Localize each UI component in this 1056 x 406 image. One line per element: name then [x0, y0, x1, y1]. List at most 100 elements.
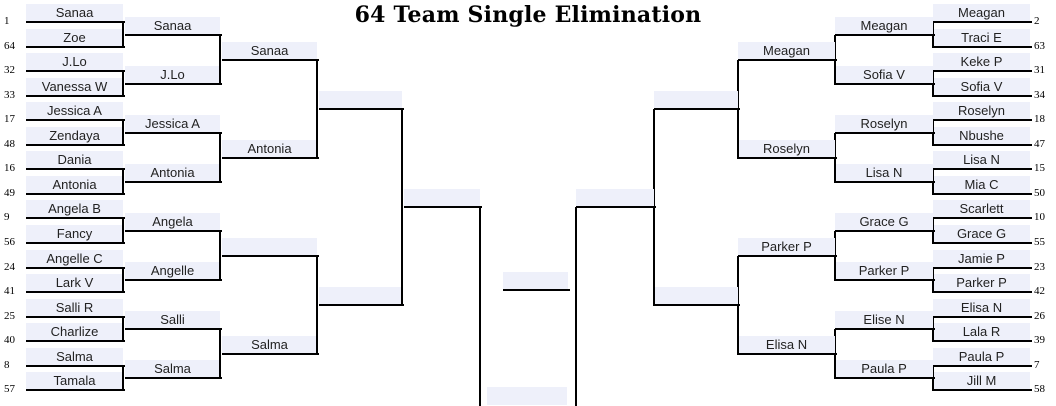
- team-slot: Angelle C: [26, 250, 123, 268]
- team-slot: Sanaa: [26, 4, 123, 22]
- round3-line: [222, 157, 319, 159]
- round2-slot: Elise N: [835, 311, 933, 329]
- final-slot: [503, 272, 568, 290]
- round4-line: [319, 304, 404, 306]
- round2-slot: Parker P: [835, 262, 933, 280]
- team-slot: Lark V: [26, 274, 123, 292]
- seed-number: 32: [4, 64, 15, 76]
- round3-slot: Meagan: [738, 42, 835, 60]
- round2-slot: Roselyn: [835, 115, 933, 133]
- team-slot: J.Lo: [26, 53, 123, 71]
- round5-slot: [576, 189, 654, 207]
- bracket-connector: [122, 268, 124, 293]
- team-line: [26, 193, 125, 195]
- round2-line: [125, 181, 222, 183]
- team-slot: Dania: [26, 151, 123, 169]
- seed-number: 26: [1034, 310, 1045, 322]
- round2-line: [835, 377, 935, 379]
- seed-number: 64: [4, 40, 15, 52]
- round2-line: [835, 181, 935, 183]
- championship-slot: [487, 387, 567, 405]
- bracket-connector: [401, 109, 403, 306]
- round3-line: [738, 157, 837, 159]
- round2-slot: Sofia V: [835, 66, 933, 84]
- seed-number: 57: [4, 383, 15, 395]
- team-slot: Sofia V: [933, 78, 1030, 96]
- team-line: [26, 316, 125, 318]
- round4-slot: [319, 91, 402, 109]
- team-line: [26, 95, 125, 97]
- team-slot: Lisa N: [933, 151, 1030, 169]
- bracket-connector: [479, 207, 481, 406]
- team-slot: Vanessa W: [26, 78, 123, 96]
- round5-line: [576, 206, 656, 208]
- round2-slot: Angela: [125, 213, 220, 231]
- seed-number: 18: [1034, 113, 1045, 125]
- round3-line: [738, 353, 837, 355]
- seed-number: 48: [4, 138, 15, 150]
- team-line: [933, 70, 1032, 72]
- round3-line: [738, 255, 837, 257]
- seed-number: 1: [4, 15, 10, 27]
- team-line: [933, 168, 1032, 170]
- seed-number: 24: [4, 261, 15, 273]
- team-slot: Roselyn: [933, 102, 1030, 120]
- seed-number: 16: [4, 162, 15, 174]
- seed-number: 63: [1034, 40, 1045, 52]
- team-line: [26, 267, 125, 269]
- seed-number: 10: [1034, 211, 1045, 223]
- team-line: [933, 242, 1032, 244]
- seed-number: 23: [1034, 261, 1045, 273]
- seed-number: 58: [1034, 383, 1045, 395]
- bracket-connector: [219, 35, 221, 85]
- bracket-connector: [122, 366, 124, 391]
- round2-line: [125, 230, 222, 232]
- round5-line: [404, 206, 482, 208]
- team-slot: Scarlett: [933, 200, 1030, 218]
- round2-slot: Meagan: [835, 17, 933, 35]
- round2-line: [125, 83, 222, 85]
- bracket-connector: [122, 71, 124, 97]
- round4-slot: [319, 287, 402, 305]
- team-line: [933, 389, 1032, 391]
- team-line: [26, 365, 125, 367]
- seed-number: 40: [4, 334, 15, 346]
- team-line: [933, 119, 1032, 121]
- team-line: [26, 21, 125, 23]
- team-line: [26, 144, 125, 146]
- round2-slot: Salli: [125, 311, 220, 329]
- round4-line: [654, 304, 740, 306]
- round2-line: [125, 34, 222, 36]
- seed-number: 49: [4, 187, 15, 199]
- round3-slot: [222, 238, 317, 256]
- round2-slot: Paula P: [835, 360, 933, 378]
- round3-slot: Roselyn: [738, 140, 835, 158]
- round2-line: [125, 279, 222, 281]
- team-line: [26, 291, 125, 293]
- round3-line: [738, 59, 837, 61]
- team-slot: Charlize: [26, 323, 123, 341]
- final-line: [503, 289, 570, 291]
- seed-number: 47: [1034, 138, 1045, 150]
- seed-number: 17: [4, 113, 15, 125]
- team-slot: Nbushe: [933, 127, 1030, 145]
- team-slot: Angela B: [26, 200, 123, 218]
- team-line: [933, 267, 1032, 269]
- team-slot: Elisa N: [933, 299, 1030, 317]
- team-slot: Grace G: [933, 225, 1030, 243]
- round3-slot: Sanaa: [222, 42, 317, 60]
- bracket-connector: [575, 207, 577, 406]
- round2-slot: Grace G: [835, 213, 933, 231]
- round2-line: [835, 328, 935, 330]
- bracket-connector: [122, 22, 124, 48]
- round2-line: [835, 279, 935, 281]
- round2-line: [835, 230, 935, 232]
- team-line: [26, 168, 125, 170]
- seed-number: 50: [1034, 187, 1045, 199]
- team-slot: Zoe: [26, 29, 123, 47]
- team-line: [933, 291, 1032, 293]
- team-line: [26, 46, 125, 48]
- team-slot: Lala R: [933, 323, 1030, 341]
- team-line: [933, 21, 1032, 23]
- team-line: [26, 340, 125, 342]
